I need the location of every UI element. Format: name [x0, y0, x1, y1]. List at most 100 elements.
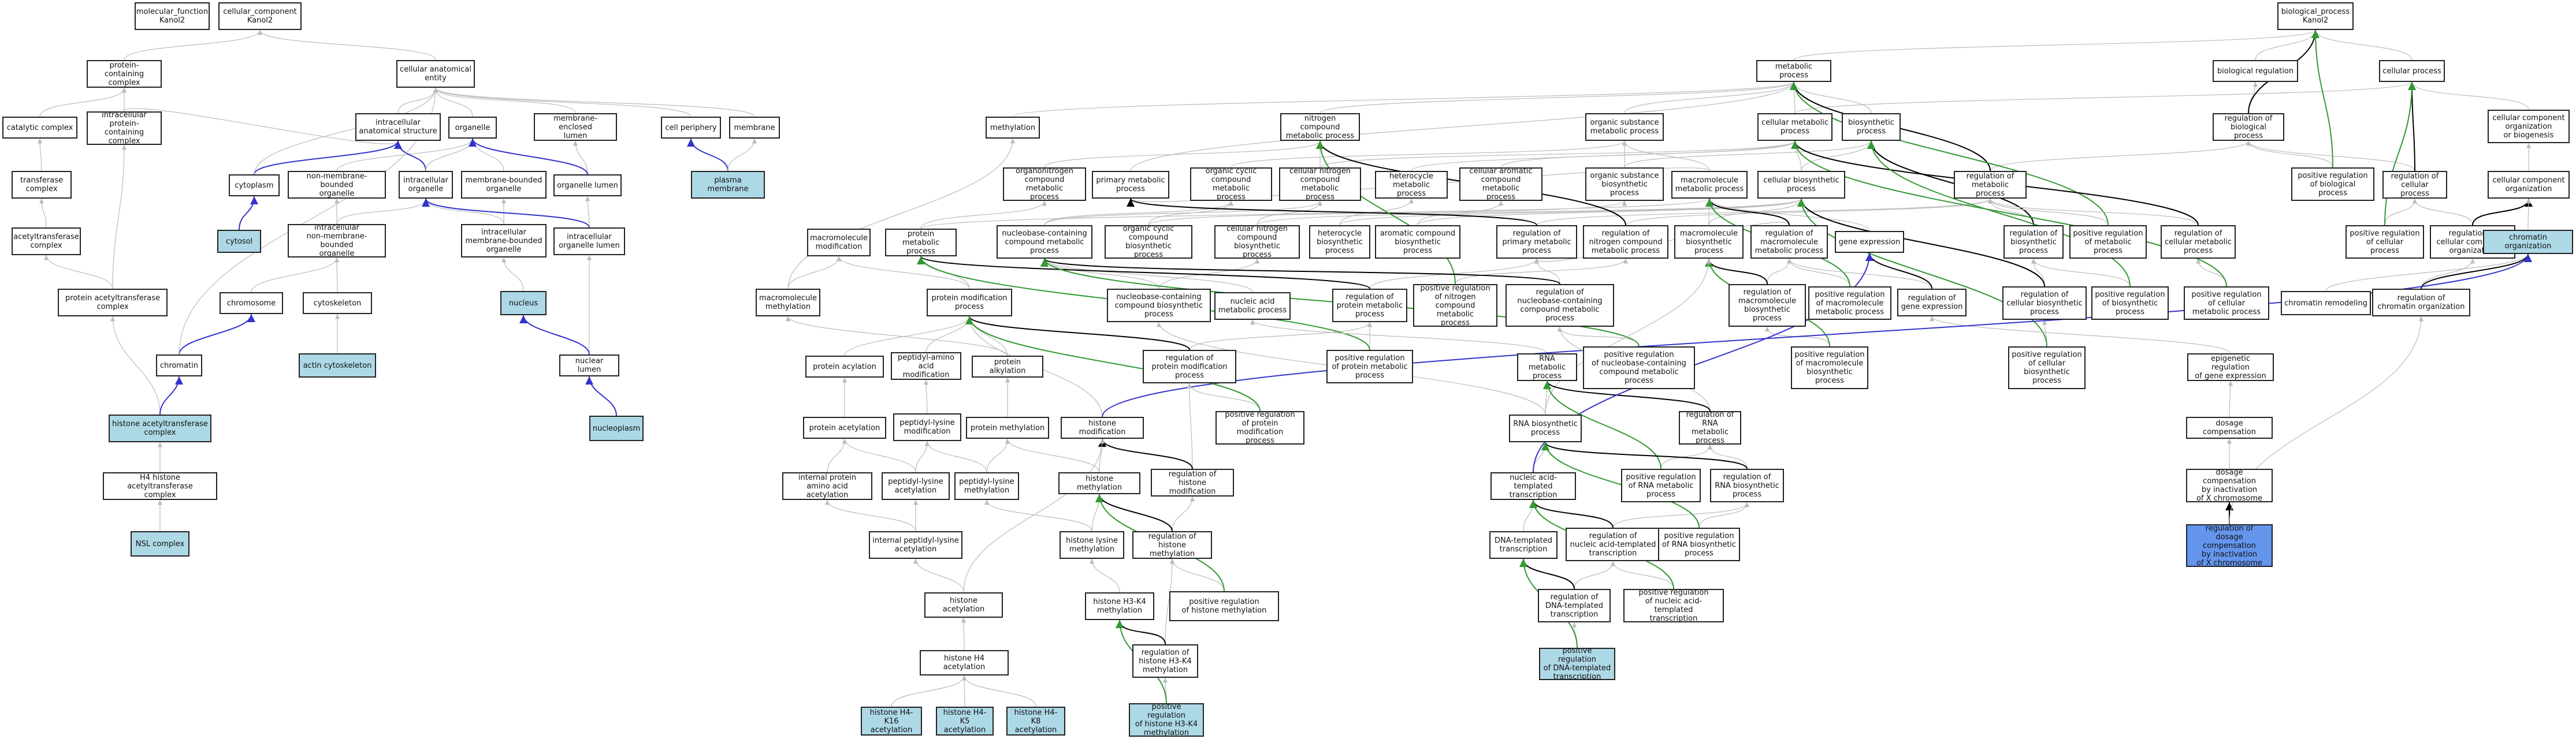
term-cellular-component-kanol2[interactable]: cellular_component Kanol2	[218, 2, 302, 30]
term-transferase-complex[interactable]: transferase complex	[12, 171, 72, 199]
term-positive-regulation-of-dna-templated-transcription[interactable]: positive regulation of DNA-templated tra…	[1539, 648, 1615, 680]
term-biological-process-kanol2[interactable]: biological_process Kanol2	[2277, 2, 2354, 30]
term-organelle[interactable]: organelle	[448, 117, 497, 139]
term-regulation-of-macromolecule-biosynthetic-process[interactable]: regulation of macromolecule biosynthetic…	[1729, 284, 1806, 327]
term-biological-regulation[interactable]: biological regulation	[2213, 60, 2298, 82]
term-histone-lysine-methylation[interactable]: histone lysine methylation	[1060, 531, 1124, 559]
term-cytosol[interactable]: cytosol	[217, 230, 261, 253]
term-nucleic-acid-metabolic-process[interactable]: nucleic acid metabolic process	[1214, 292, 1291, 320]
term-histone-h3-k4-methylation[interactable]: histone H3-K4 methylation	[1085, 592, 1154, 620]
term-intracellular-anatomical-structure[interactable]: intracellular anatomical structure	[355, 113, 441, 141]
term-cellular-nitrogen-compound-metabolic-process[interactable]: cellular nitrogen compound metabolic pro…	[1279, 167, 1361, 201]
term-cell-periphery[interactable]: cell periphery	[661, 117, 721, 139]
term-organic-cyclic-compound-metabolic-process[interactable]: organic cyclic compound metabolic proces…	[1190, 167, 1272, 201]
term-intracellular-organelle-lumen[interactable]: intracellular organelle lumen	[553, 227, 625, 255]
term-nitrogen-compound-metabolic-process[interactable]: nitrogen compound metabolic process	[1280, 113, 1360, 141]
term-positive-regulation-of-nucleobase-containing-compound-metabolic-process[interactable]: positive regulation of nucleobase-contai…	[1583, 346, 1695, 389]
term-nucleobase-containing-compound-biosynthetic-process[interactable]: nucleobase-containing compound biosynthe…	[1107, 289, 1211, 322]
term-membrane-enclosed-lumen[interactable]: membrane-enclosed lumen	[534, 113, 617, 141]
term-intracellular-non-membrane-bounded-organelle[interactable]: intracellular non-membrane-bounded organ…	[288, 224, 386, 257]
term-peptidyl-lysine-acetylation[interactable]: peptidyl-lysine acetylation	[882, 472, 950, 500]
term-protein-alkylation[interactable]: protein alkylation	[972, 356, 1043, 378]
term-intracellular-protein-containing-complex[interactable]: intracellular protein-containing complex	[87, 111, 162, 145]
term-organonitrogen-compound-metabolic-process[interactable]: organonitrogen compound metabolic proces…	[1003, 167, 1086, 201]
term-chromosome[interactable]: chromosome	[220, 292, 283, 314]
term-dosage-compensation-by-inactivation-of-x-chromosome[interactable]: dosage compensation by inactivation of X…	[2186, 469, 2273, 502]
term-molecular-function-kanol2[interactable]: molecular_function Kanol2	[135, 2, 210, 30]
term-membrane-bounded-organelle[interactable]: membrane-bounded organelle	[461, 171, 547, 199]
term-h4-histone-acetyltransferase-complex[interactable]: H4 histone acetyltransferase complex	[103, 472, 217, 500]
term-organelle-lumen[interactable]: organelle lumen	[553, 174, 622, 196]
term-protein-methylation[interactable]: protein methylation	[966, 417, 1049, 439]
term-macromolecule-metabolic-process[interactable]: macromolecule metabolic process	[1671, 171, 1748, 199]
term-cellular-component-organization-or-biogenesis[interactable]: cellular component organization or bioge…	[2488, 110, 2570, 143]
term-positive-regulation-of-nucleic-acid-templated-transcription[interactable]: positive regulation of nucleic acid-temp…	[1623, 589, 1724, 622]
term-histone-acetyltransferase-complex[interactable]: histone acetyltransferase complex	[109, 415, 211, 442]
term-regulation-of-histone-modification[interactable]: regulation of histone modification	[1151, 469, 1234, 497]
term-histone-h4-acetylation[interactable]: histone H4 acetylation	[920, 650, 1009, 675]
term-cellular-biosynthetic-process[interactable]: cellular biosynthetic process	[1757, 171, 1845, 199]
term-regulation-of-histone-methylation[interactable]: regulation of histone methylation	[1132, 531, 1212, 559]
term-peptidyl-lysine-methylation[interactable]: peptidyl-lysine methylation	[954, 472, 1019, 500]
term-organic-substance-biosynthetic-process[interactable]: organic substance biosynthetic process	[1585, 167, 1664, 201]
term-membrane[interactable]: membrane	[729, 117, 780, 139]
term-positive-regulation-of-biosynthetic-process[interactable]: positive regulation of biosynthetic proc…	[2091, 286, 2169, 320]
term-regulation-of-protein-modification-process[interactable]: regulation of protein modification proce…	[1143, 350, 1236, 383]
term-positive-regulation-of-histone-methylation[interactable]: positive regulation of histone methylati…	[1169, 591, 1279, 621]
term-macromolecule-methylation[interactable]: macromolecule methylation	[756, 289, 820, 316]
term-acetyltransferase-complex[interactable]: acetyltransferase complex	[12, 227, 81, 255]
term-gene-expression[interactable]: gene expression	[1835, 231, 1904, 253]
term-histone-methylation[interactable]: histone methylation	[1058, 472, 1140, 494]
term-regulation-of-dosage-compensation-by-inactivation-of-x-chromosome[interactable]: regulation of dosage compensation by ina…	[2186, 524, 2273, 567]
term-rna-biosynthetic-process[interactable]: RNA biosynthetic process	[1509, 415, 1582, 442]
term-methylation[interactable]: methylation	[986, 117, 1040, 139]
term-positive-regulation-of-macromolecule-metabolic-process[interactable]: positive regulation of macromolecule met…	[1808, 286, 1891, 320]
term-chromatin[interactable]: chromatin	[156, 354, 202, 376]
term-protein-acetyltransferase-complex[interactable]: protein acetyltransferase complex	[58, 289, 168, 316]
term-macromolecule-modification[interactable]: macromolecule modification	[807, 229, 871, 256]
term-actin-cytoskeleton[interactable]: actin cytoskeleton	[299, 353, 376, 378]
term-cellular-component-organization[interactable]: cellular component organization	[2488, 171, 2570, 199]
term-nucleic-acid-templated-transcription[interactable]: nucleic acid-templated transcription	[1490, 472, 1576, 500]
term-positive-regulation-of-cellular-metabolic-process[interactable]: positive regulation of cellular metaboli…	[2184, 286, 2269, 320]
term-cellular-metabolic-process[interactable]: cellular metabolic process	[1757, 113, 1832, 141]
term-protein-acylation[interactable]: protein acylation	[805, 356, 884, 378]
term-biosynthetic-process[interactable]: biosynthetic process	[1842, 113, 1901, 141]
term-positive-regulation-of-cellular-process[interactable]: positive regulation of cellular process	[2345, 225, 2424, 259]
term-regulation-of-protein-metabolic-process[interactable]: regulation of protein metabolic process	[1332, 289, 1407, 322]
term-histone-h4-k8-acetylation[interactable]: histone H4-K8 acetylation	[1006, 707, 1065, 736]
term-cytoskeleton[interactable]: cytoskeleton	[303, 292, 372, 314]
term-rna-metabolic-process[interactable]: RNA metabolic process	[1517, 353, 1577, 381]
term-positive-regulation-of-rna-metabolic-process[interactable]: positive regulation of RNA metabolic pro…	[1621, 469, 1701, 502]
term-positive-regulation-of-histone-h3-k4-methylation[interactable]: positive regulation of histone H3-K4 met…	[1129, 703, 1204, 737]
term-organic-substance-metabolic-process[interactable]: organic substance metabolic process	[1585, 113, 1664, 141]
term-histone-modification[interactable]: histone modification	[1061, 417, 1144, 439]
term-regulation-of-nucleobase-containing-compound-metabolic-process[interactable]: regulation of nucleobase-containing comp…	[1506, 284, 1614, 327]
term-cellular-anatomical-entity[interactable]: cellular anatomical entity	[396, 60, 475, 88]
term-nucleus[interactable]: nucleus	[500, 291, 547, 315]
term-peptidyl-amino-acid-modification[interactable]: peptidyl-amino acid modification	[891, 352, 961, 380]
term-heterocycle-biosynthetic-process[interactable]: heterocycle biosynthetic process	[1309, 225, 1370, 259]
term-catalytic-complex[interactable]: catalytic complex	[2, 117, 77, 139]
term-regulation-of-rna-metabolic-process[interactable]: regulation of RNA metabolic process	[1679, 411, 1741, 445]
term-regulation-of-rna-biosynthetic-process[interactable]: regulation of RNA biosynthetic process	[1710, 469, 1784, 502]
term-positive-regulation-of-cellular-biosynthetic-process[interactable]: positive regulation of cellular biosynth…	[2008, 346, 2086, 389]
term-regulation-of-primary-metabolic-process[interactable]: regulation of primary metabolic process	[1496, 225, 1577, 259]
term-regulation-of-biosynthetic-process[interactable]: regulation of biosynthetic process	[2003, 225, 2064, 259]
term-plasma-membrane[interactable]: plasma membrane	[691, 171, 765, 199]
term-regulation-of-nitrogen-compound-metabolic-process[interactable]: regulation of nitrogen compound metaboli…	[1583, 225, 1668, 259]
term-intracellular-membrane-bounded-organelle[interactable]: intracellular membrane-bounded organelle	[461, 224, 547, 257]
term-regulation-of-metabolic-process[interactable]: regulation of metabolic process	[1954, 171, 2027, 199]
term-positive-regulation-of-metabolic-process[interactable]: positive regulation of metabolic process	[2069, 225, 2147, 259]
term-intracellular-organelle[interactable]: intracellular organelle	[399, 171, 453, 199]
term-chromatin-remodeling[interactable]: chromatin remodeling	[2281, 291, 2371, 315]
term-nucleobase-containing-compound-metabolic-process[interactable]: nucleobase-containing compound metabolic…	[997, 225, 1092, 259]
term-peptidyl-lysine-modification[interactable]: peptidyl-lysine modification	[893, 413, 961, 441]
term-positive-regulation-of-protein-metabolic-process[interactable]: positive regulation of protein metabolic…	[1326, 350, 1413, 383]
term-cellular-nitrogen-compound-biosynthetic-process[interactable]: cellular nitrogen compound biosynthetic …	[1214, 225, 1300, 259]
term-cellular-process[interactable]: cellular process	[2379, 60, 2445, 82]
term-nsl-complex[interactable]: NSL complex	[131, 531, 189, 557]
term-histone-h4-k16-acetylation[interactable]: histone H4-K16 acetylation	[861, 707, 922, 736]
term-regulation-of-cellular-biosynthetic-process[interactable]: regulation of cellular biosynthetic proc…	[2002, 286, 2087, 320]
term-positive-regulation-of-rna-biosynthetic-process[interactable]: positive regulation of RNA biosynthetic …	[1658, 528, 1740, 561]
